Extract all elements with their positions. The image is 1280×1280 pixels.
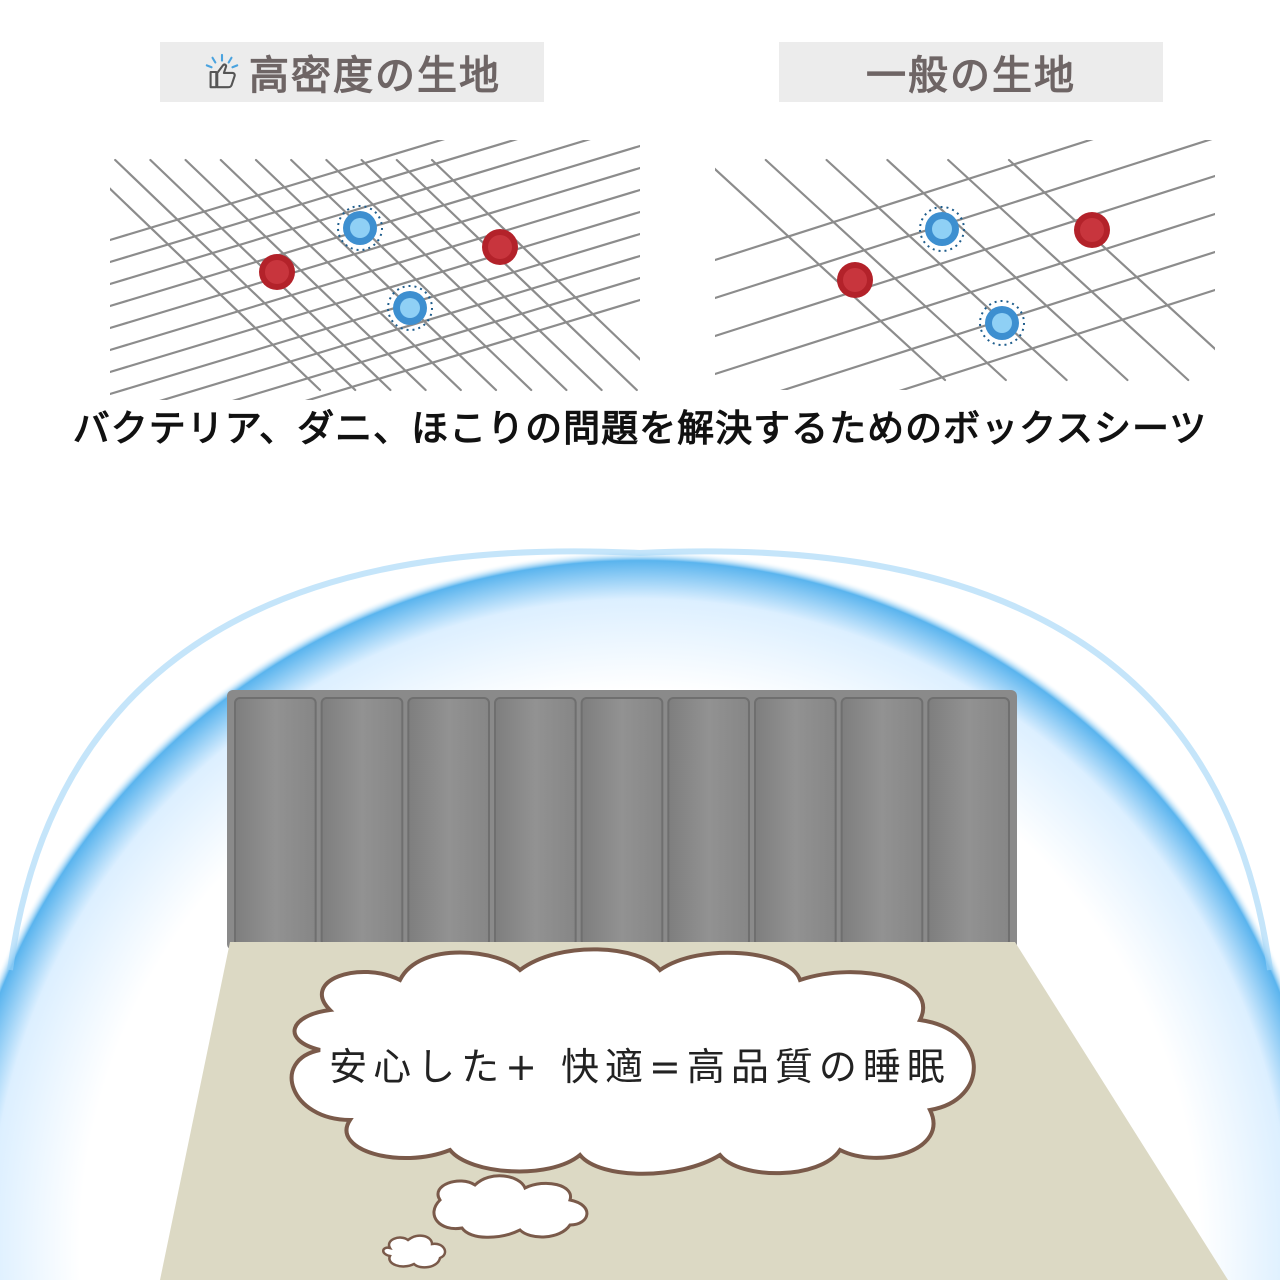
thumbs-up-icon [205, 53, 239, 89]
mesh-thread [715, 140, 1213, 300]
mesh-thread [110, 210, 640, 374]
mesh-thread [360, 158, 603, 392]
mesh-thread [1007, 158, 1215, 351]
mesh-thread [110, 166, 640, 330]
mesh-thread [110, 187, 322, 392]
headboard-panel [840, 697, 924, 947]
mesh-thread [825, 158, 1068, 382]
headboard-panel [320, 697, 404, 947]
red-bacteria-icon [837, 262, 873, 298]
ordinary-fabric-text: 一般の生地 [866, 53, 1076, 99]
high-density-fabric-text: 高密度の生地 [249, 53, 501, 99]
mesh-thread [715, 212, 1215, 376]
headboard-panel [494, 697, 577, 947]
headboard-panel [927, 697, 1010, 947]
mesh-thread [304, 298, 640, 400]
mesh-thread [232, 276, 640, 400]
mesh-thread [715, 140, 1094, 262]
small-thought-cloud [432, 1174, 589, 1239]
bed-illustration [160, 690, 1228, 1280]
blue-virus-icon [387, 285, 433, 331]
blue-virus-icon [919, 206, 965, 252]
mesh-thread [184, 158, 427, 392]
mesh-thread [219, 158, 462, 392]
ordinary-fabric-label: 一般の生地 [779, 42, 1163, 102]
red-bacteria-icon [259, 254, 295, 290]
mesh-thread [110, 140, 591, 286]
headboard-panel [754, 697, 837, 947]
mesh-thread [886, 158, 1129, 382]
thought-cloud [289, 947, 976, 1176]
dense-fabric-mesh-illustration [110, 140, 640, 400]
mesh-thread [715, 167, 947, 382]
mesh-thread [430, 158, 640, 361]
mesh-thread [114, 158, 357, 392]
mesh-thread [395, 158, 638, 392]
mesh-thread [325, 158, 568, 392]
mesh-thread [898, 288, 1215, 390]
mesh-thread [715, 174, 1215, 338]
red-bacteria-icon [482, 229, 518, 265]
headboard-panel [667, 697, 750, 947]
headboard-panel [580, 697, 664, 947]
mesh-thread [110, 140, 446, 242]
blue-virus-icon [337, 205, 383, 251]
tagline: 安心した+ 快適=高品質の睡眠 [329, 1045, 951, 1089]
tiny-thought-cloud [382, 1234, 447, 1269]
mesh-thread [947, 158, 1190, 382]
red-bacteria-icon [1074, 212, 1110, 248]
ordinary-fabric-mesh-illustration [715, 140, 1215, 390]
blue-virus-icon [979, 300, 1025, 346]
headboard-panel [234, 697, 317, 947]
headboard-panel [407, 697, 491, 947]
mesh-thread [159, 254, 640, 400]
headline: バクテリア、ダニ、ほこりの問題を解決するためのボックスシーツ [72, 407, 1208, 450]
mesh-thread [254, 158, 498, 392]
mesh-thread [110, 232, 640, 396]
high-density-fabric-label: 高密度の生地 [160, 42, 544, 102]
mesh-thread [110, 140, 518, 264]
headboard [227, 690, 1017, 950]
mesh-thread [110, 188, 640, 352]
mesh-thread [764, 158, 1007, 382]
mesh-thread [290, 158, 533, 392]
mesh-thread [780, 250, 1215, 390]
